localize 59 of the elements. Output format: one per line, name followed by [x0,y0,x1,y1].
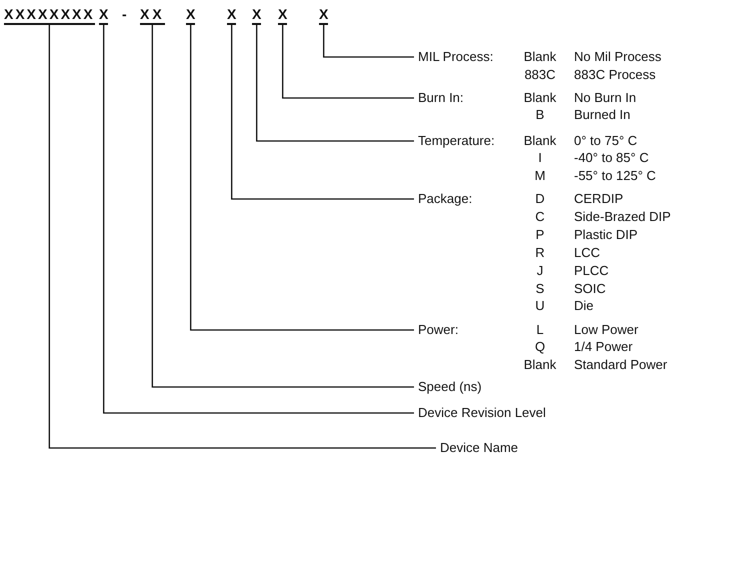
field-label: Temperature: [418,133,495,149]
option-code: J [536,263,544,279]
option-code: I [537,150,543,166]
option-description: No Burn In [574,90,636,106]
option-description: 883C Process [574,67,656,83]
leader-line [323,25,414,58]
option-description: Burned In [574,107,630,123]
field-label: Speed (ns) [418,379,482,395]
field-label: Burn In: [418,90,464,106]
option-code: M [534,168,546,184]
code-segment: X [252,6,262,25]
option-code: D [534,191,546,207]
option-code: R [534,245,546,261]
separator-dash: - [122,6,127,22]
code-segment: X [186,6,196,25]
field-label: Device Name [440,440,518,456]
code-segment: X [227,6,236,25]
option-code: P [534,227,546,243]
code-segment: X [278,6,288,25]
option-description: Die [574,298,594,314]
option-description: Standard Power [574,357,668,373]
leader-line [190,25,414,331]
code-segment: XX [140,6,165,25]
leader-line [152,25,414,388]
option-code: L [535,322,545,338]
leader-line [103,25,414,414]
option-description: LCC [574,245,600,261]
option-code: Blank [522,49,558,65]
code-segment: XXXXXXXX [4,6,95,25]
option-description: SOIC [574,281,606,297]
option-description: Low Power [574,322,638,338]
option-description: CERDIP [574,191,624,207]
option-code: Q [534,339,546,355]
field-label: Power: [418,322,458,338]
option-code: S [534,281,546,297]
field-label: MIL Process: [418,49,494,65]
option-description: -40° to 85° C [574,150,649,166]
option-code: C [534,209,546,225]
field-label: Package: [418,191,472,207]
option-code: Blank [522,133,558,149]
code-segment: X [319,6,328,25]
option-code: U [534,298,546,314]
leader-line [231,25,414,200]
code-segment: X [99,6,108,25]
option-description: 0° to 75° C [574,133,638,149]
option-description: 1/4 Power [574,339,633,355]
option-code: B [534,107,546,123]
option-code: Blank [522,90,558,106]
option-description: No Mil Process [574,49,662,65]
option-description: -55° to 125° C [574,168,656,184]
option-code: 883C [523,67,557,83]
option-code: Blank [522,357,558,373]
leader-line [256,25,414,142]
option-description: PLCC [574,263,609,279]
leader-line [282,25,414,99]
field-label: Device Revision Level [418,405,546,421]
option-description: Side-Brazed DIP [574,209,671,225]
leader-line [48,25,436,449]
option-description: Plastic DIP [574,227,638,243]
